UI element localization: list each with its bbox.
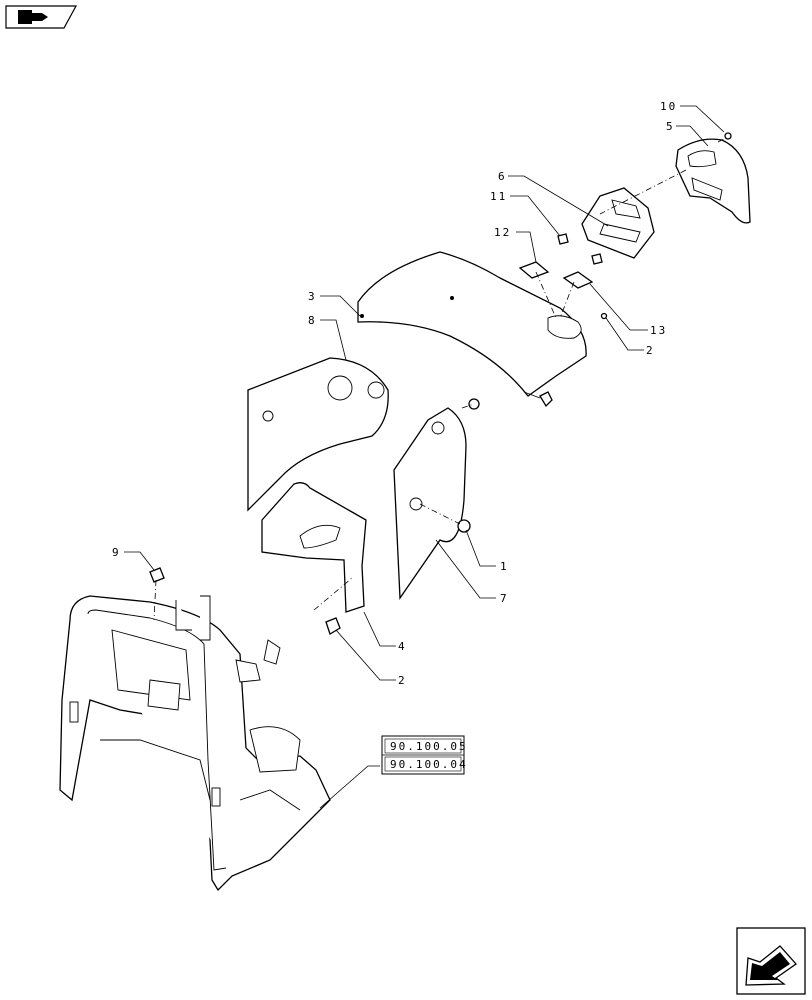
- callout-13: 13: [650, 324, 667, 337]
- leader-lines: [124, 105, 725, 809]
- callout-labels: 10 5 6 11 12 3 13 2 8 1 7 9 4 2: [112, 100, 677, 687]
- part-7-right-panel: [393, 407, 467, 600]
- callout-3: 3: [308, 290, 317, 303]
- next-page-arrow-icon[interactable]: [736, 927, 806, 995]
- callout-6: 6: [498, 170, 507, 183]
- callout-4: 4: [398, 640, 407, 653]
- callout-1: 1: [500, 560, 509, 573]
- part-12-clip: [518, 261, 550, 279]
- callout-9: 9: [112, 546, 121, 559]
- callout-10: 10: [660, 100, 677, 113]
- reference-90-100-05: 90.100.05: [390, 740, 468, 753]
- callout-7: 7: [500, 592, 509, 605]
- callout-11: 11: [490, 190, 507, 203]
- main-frame-assembly: [59, 595, 331, 892]
- part-3-upper-shroud: [357, 251, 587, 397]
- callout-5: 5: [666, 120, 675, 133]
- part-5-top-cover: [675, 138, 751, 224]
- assembly-lines: [153, 137, 727, 621]
- reference-90-100-04: 90.100.04: [390, 758, 468, 771]
- part-8-left-panel: [247, 357, 389, 512]
- part-13-clip: [562, 271, 594, 289]
- part-6-bracket: [581, 187, 655, 259]
- callout-12: 12: [494, 226, 511, 239]
- reference-box[interactable]: 90.100.05 90.100.04: [381, 735, 468, 775]
- callout-2-lower: 2: [398, 674, 407, 687]
- callout-2-upper: 2: [646, 344, 655, 357]
- callout-8: 8: [308, 314, 317, 327]
- part-4-lower-bracket: [261, 482, 367, 613]
- book-arrow-icon[interactable]: [5, 5, 78, 29]
